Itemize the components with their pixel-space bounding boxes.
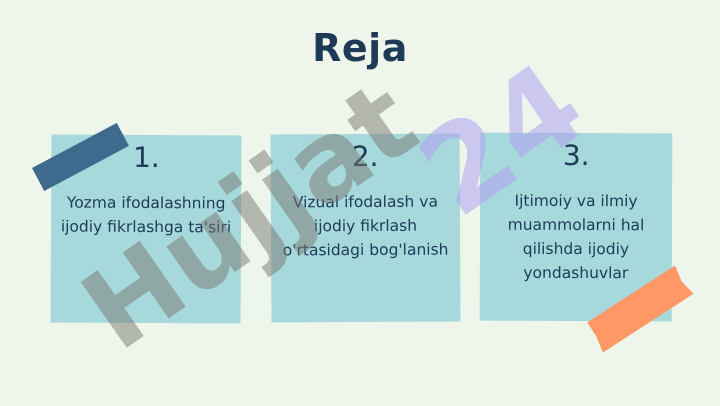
card-text: Vizual ifodalash va ijodiy fikrlash o'rt… (282, 192, 449, 260)
plan-card-2: 2. Vizual ifodalash va ijodiy fikrlash o… (270, 133, 461, 323)
slide-title: Reja (312, 26, 408, 70)
card-number: 3. (562, 138, 590, 173)
card-number: 2. (351, 139, 379, 174)
card-text: Ijtimoiy va ilmiy muammolarni hal qilish… (507, 191, 645, 283)
card-text: Yozma ifodalashning ijodiy fikrlashga ta… (60, 193, 232, 237)
